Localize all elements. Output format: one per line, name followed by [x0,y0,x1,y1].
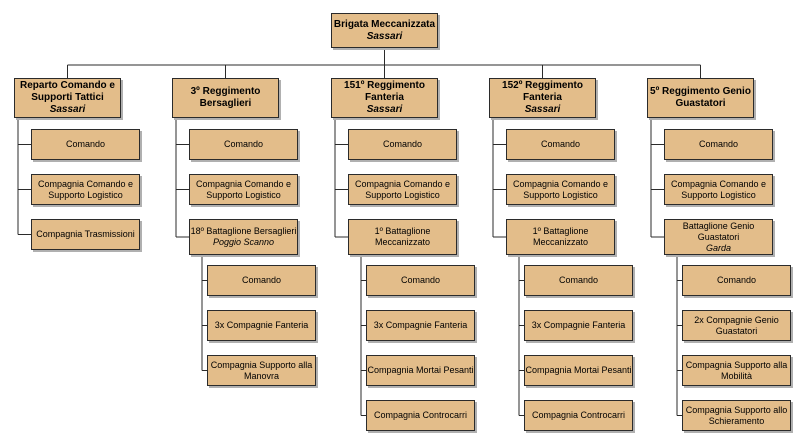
battalion-1-item-0-title: Comando [241,275,282,285]
battalion-box-4-title: Battaglione Genio Guastatori [682,220,755,242]
battalion-box-1-title: 18º Battaglione Bersaglieri [190,226,297,236]
battalion-box-4-location: Garda [705,242,731,253]
unit-0-item-1: Compagnia Comando e Supporto Logistico [31,174,140,205]
battalion-3-item-0: Comando [524,265,633,296]
battalion-1-item-2: Compagnia Supporto alla Manovra [207,355,316,386]
battalion-4-item-0-title: Comando [716,275,757,285]
battalion-2-item-2-title: Compagnia Mortai Pesanti [367,365,474,375]
battalion-4-item-3: Compagnia Supporto allo Schieramento [682,400,791,431]
battalion-1-item-1-title: 3x Compagnie Fanteria [214,320,309,330]
unit-3-item-0: Comando [506,129,615,160]
unit-hq-box-1-title: 3º Reggimento Bersaglieri [190,86,261,109]
battalion-3-item-0-title: Comando [558,275,599,285]
battalion-2-item-0: Comando [366,265,475,296]
unit-1-item-0-title: Comando [223,139,264,149]
unit-0-item-0: Comando [31,129,140,160]
battalion-3-item-3-title: Compagnia Controcarri [531,410,626,420]
battalion-2-item-3: Compagnia Controcarri [366,400,475,431]
unit-hq-box-4: 5º Reggimento Genio Guastatori [647,78,754,118]
battalion-4-item-0: Comando [682,265,791,296]
unit-hq-box-1: 3º Reggimento Bersaglieri [172,78,279,118]
unit-1-item-1-title: Compagnia Comando e Supporto Logistico [195,178,292,200]
battalion-1-item-1: 3x Compagnie Fanteria [207,310,316,341]
battalion-2-item-2: Compagnia Mortai Pesanti [366,355,475,386]
unit-2-item-1-title: Compagnia Comando e Supporto Logistico [354,178,451,200]
unit-4-item-0: Comando [664,129,773,160]
battalion-box-3: 1º Battaglione Meccanizzato [506,219,615,255]
unit-3-item-1: Compagnia Comando e Supporto Logistico [506,174,615,205]
battalion-4-item-1: 2x Compagnie Genio Guastatori [682,310,791,341]
battalion-3-item-1: 3x Compagnie Fanteria [524,310,633,341]
unit-2-item-0-title: Comando [382,139,423,149]
battalion-2-item-3-title: Compagnia Controcarri [373,410,468,420]
unit-4-item-1: Compagnia Comando e Supporto Logistico [664,174,773,205]
unit-hq-box-3-title: 152º Reggimento Fanteria [502,80,583,103]
battalion-2-item-0-title: Comando [400,275,441,285]
unit-hq-box-0-title: Reparto Comando e Supporti Tattici [19,80,115,103]
unit-hq-box-4-title: 5º Reggimento Genio Guastatori [650,86,751,109]
battalion-2-item-1: 3x Compagnie Fanteria [366,310,475,341]
unit-4-item-0-title: Comando [698,139,739,149]
unit-hq-box-2-title: 151º Reggimento Fanteria [344,80,425,103]
battalion-3-item-2-title: Compagnia Mortai Pesanti [525,365,632,375]
unit-hq-box-2-location: Sassari [366,104,403,115]
battalion-box-3-title: 1º Battaglione Meccanizzato [532,226,589,247]
unit-4-item-1-title: Compagnia Comando e Supporto Logistico [670,178,767,200]
battalion-1-item-0: Comando [207,265,316,296]
battalion-box-1-location: Poggio Scanno [212,237,275,247]
unit-2-item-0: Comando [348,129,457,160]
battalion-box-2: 1º Battaglione Meccanizzato [348,219,457,255]
battalion-4-item-2-title: Compagnia Supporto alla Mobilità [685,359,788,381]
battalion-box-2-title: 1º Battaglione Meccanizzato [374,226,431,247]
unit-hq-box-3-location: Sassari [524,104,561,115]
unit-0-item-2-title: Compagnia Trasmissioni [36,229,135,239]
battalion-3-item-2: Compagnia Mortai Pesanti [524,355,633,386]
battalion-1-item-2-title: Compagnia Supporto alla Manovra [210,359,313,381]
unit-0-item-0-title: Comando [65,139,106,149]
unit-3-item-1-title: Compagnia Comando e Supporto Logistico [512,178,609,200]
battalion-4-item-3-title: Compagnia Supporto allo Schieramento [685,404,788,426]
unit-1-item-1: Compagnia Comando e Supporto Logistico [189,174,298,205]
battalion-4-item-1-title: 2x Compagnie Genio Guastatori [694,314,779,336]
unit-1-item-0: Comando [189,129,298,160]
unit-0-item-2: Compagnia Trasmissioni [31,219,140,250]
unit-hq-box-0-location: Sassari [49,104,86,115]
unit-2-item-1: Compagnia Comando e Supporto Logistico [348,174,457,205]
battalion-3-item-1-title: 3x Compagnie Fanteria [531,320,626,330]
unit-0-item-1-title: Compagnia Comando e Supporto Logistico [37,178,134,200]
battalion-4-item-2: Compagnia Supporto alla Mobilità [682,355,791,386]
unit-3-item-0-title: Comando [540,139,581,149]
battalion-3-item-3: Compagnia Controcarri [524,400,633,431]
brigade-hq-box-title: Brigata Meccanizzata [333,18,436,30]
brigade-hq-box-location: Sassari [366,30,403,42]
battalion-2-item-1-title: 3x Compagnie Fanteria [373,320,468,330]
